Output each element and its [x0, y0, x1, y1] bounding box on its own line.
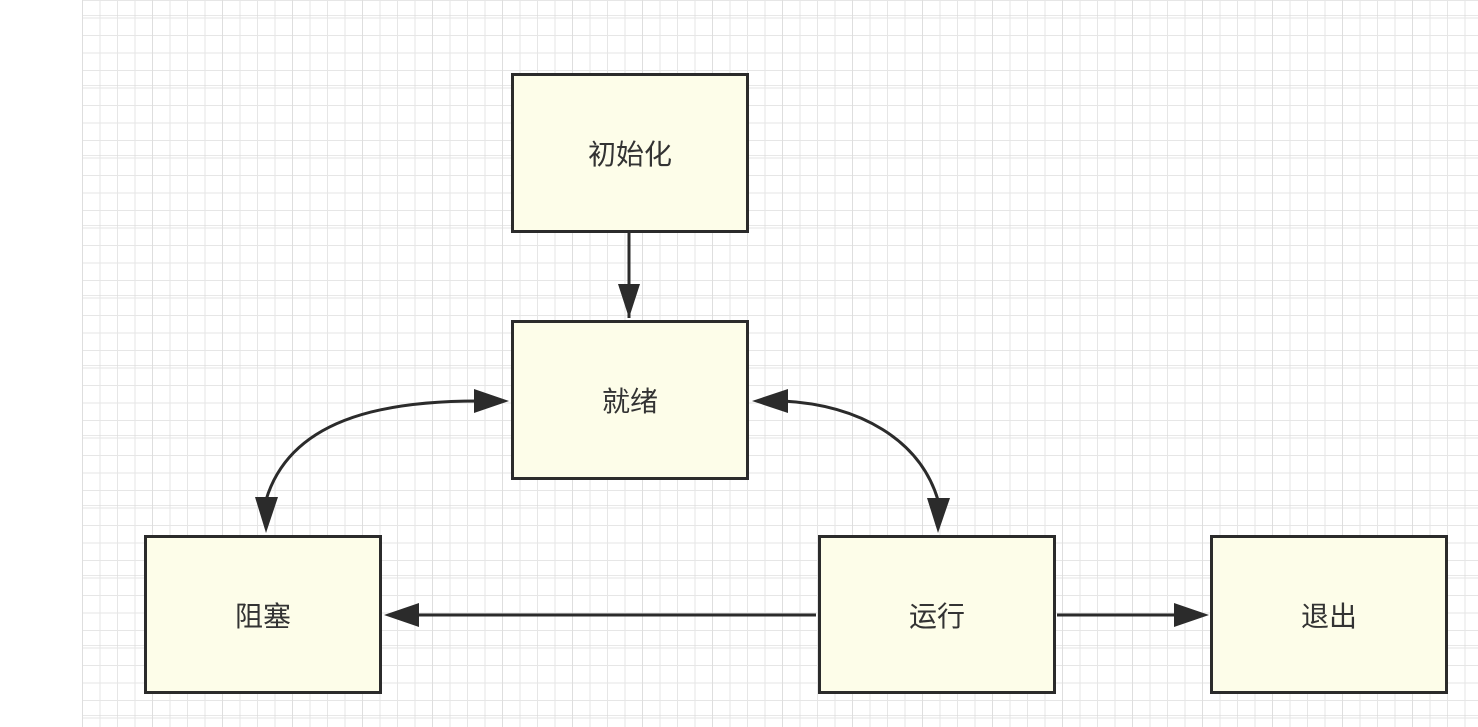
node-ready-label: 就绪	[601, 385, 658, 418]
node-running-label: 运行	[908, 599, 965, 633]
node-exit[interactable]: 退出	[1210, 535, 1448, 694]
node-blocked[interactable]: 阻塞	[144, 535, 382, 694]
node-exit-label: 退出	[1300, 599, 1357, 633]
node-init-label: 初始化	[587, 138, 672, 171]
node-blocked-label: 阻塞	[234, 599, 291, 633]
node-init[interactable]: 初始化	[511, 73, 749, 233]
node-running[interactable]: 运行	[818, 535, 1056, 694]
node-ready[interactable]: 就绪	[511, 320, 749, 480]
